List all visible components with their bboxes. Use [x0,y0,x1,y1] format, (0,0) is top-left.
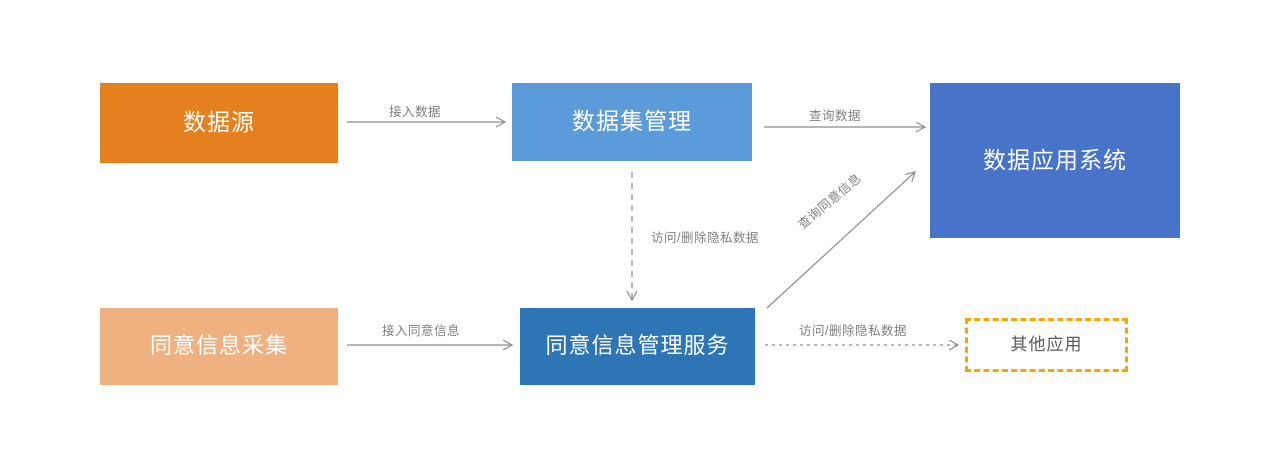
edge-label-query-data: 查询数据 [809,109,862,123]
edge-label-query-consent-info: 查询同意信息 [795,170,865,232]
node-dataset-management[interactable]: 数据集管理 [512,83,752,161]
edge-label-ingest-consent-info: 接入同意信息 [382,324,461,338]
edge-label-ingest-data: 接入数据 [389,105,442,119]
node-consent-collection-label: 同意信息采集 [149,333,288,359]
edge-label-access-delete-private-data-horizontal: 访问/删除隐私数据 [799,324,907,338]
node-consent-management-service-label: 同意信息管理服务 [545,333,730,359]
node-dataset-management-label: 数据集管理 [572,108,692,135]
node-data-application-system[interactable]: 数据应用系统 [930,83,1180,238]
node-other-applications[interactable]: 其他应用 [965,318,1128,372]
node-data-application-system-label: 数据应用系统 [983,146,1127,173]
node-consent-management-service[interactable]: 同意信息管理服务 [520,308,755,385]
node-other-applications-label: 其他应用 [1010,334,1083,354]
edge-label-access-delete-private-data-vertical: 访问/删除隐私数据 [651,231,759,245]
node-data-source[interactable]: 数据源 [100,83,338,163]
node-consent-collection[interactable]: 同意信息采集 [100,308,338,385]
node-data-source-label: 数据源 [183,109,255,136]
